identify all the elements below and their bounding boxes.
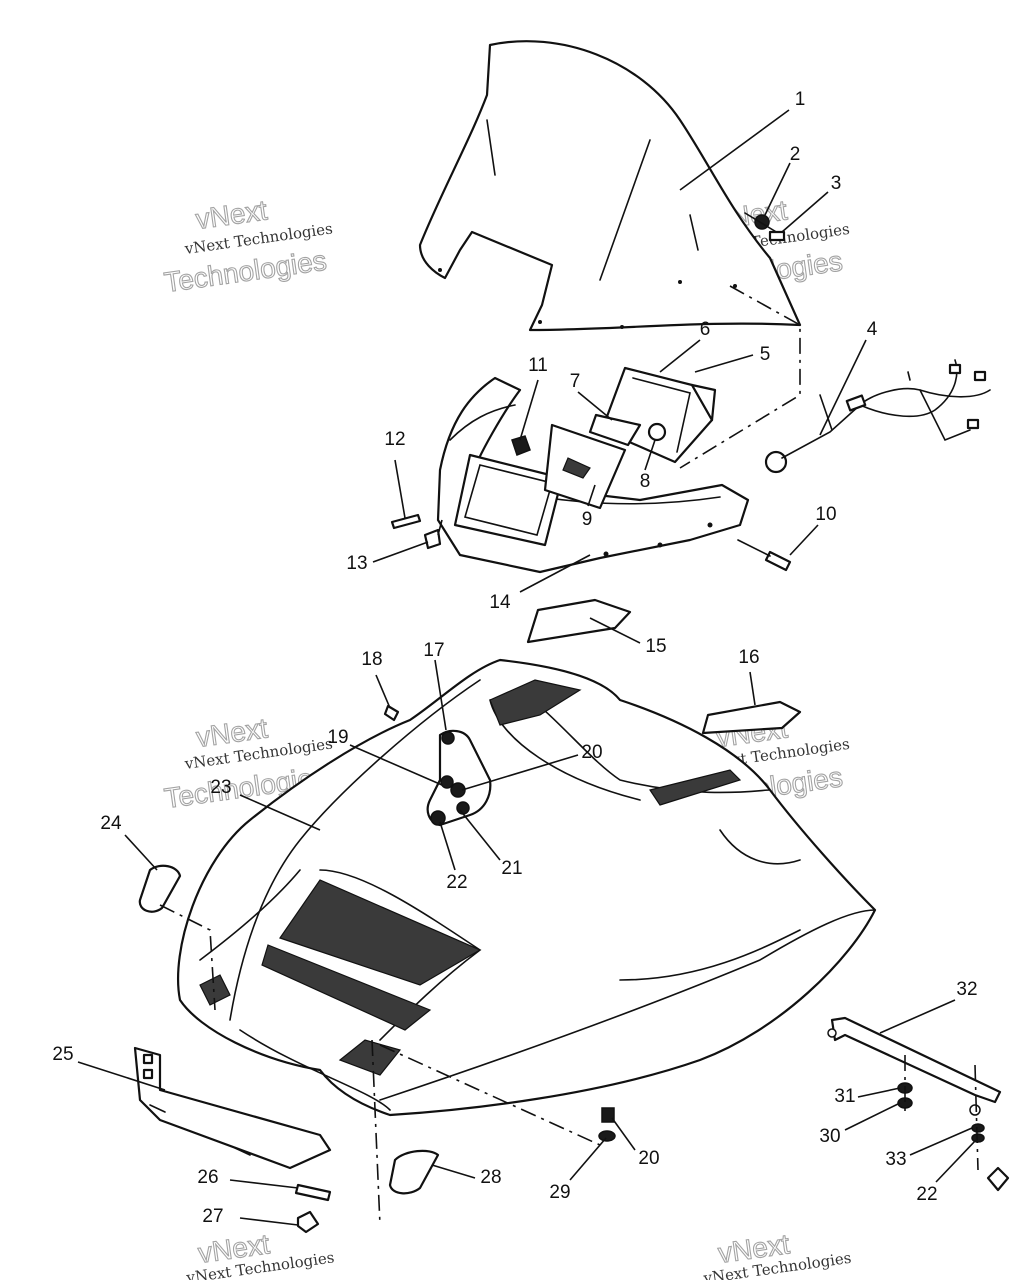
callout-14: 14 — [489, 592, 511, 613]
callout-20-lower: 20 — [638, 1148, 659, 1169]
callout-29: 29 — [549, 1182, 570, 1203]
callout-17: 17 — [423, 640, 444, 661]
hood-handle — [138, 864, 182, 913]
housing-bolt — [737, 539, 792, 572]
nose-pad — [388, 1149, 440, 1195]
headlight-bezel — [453, 453, 564, 547]
callout-24: 24 — [100, 813, 122, 834]
callout-labels: 1 2 3 4 5 6 7 8 9 10 11 12 13 14 15 16 1… — [52, 89, 977, 1227]
callout-10: 10 — [815, 504, 836, 525]
callout-28: 28 — [480, 1167, 501, 1188]
callout-33: 33 — [885, 1149, 906, 1170]
callout-23: 23 — [210, 777, 231, 798]
windshield-screw — [768, 230, 786, 242]
callout-12: 12 — [384, 429, 405, 450]
callout-30: 30 — [819, 1126, 840, 1147]
callout-15: 15 — [645, 636, 666, 657]
callout-9: 9 — [582, 509, 593, 530]
callout-3: 3 — [831, 173, 842, 194]
callout-13: 13 — [346, 553, 367, 574]
callout-32: 32 — [956, 979, 977, 1000]
watermark-bottom-right: vNext vNext Technologies — [701, 1228, 852, 1280]
callout-1: 1 — [795, 89, 806, 110]
callout-22: 22 — [446, 872, 467, 893]
bulb-socket — [588, 413, 667, 447]
rear-bracket — [827, 1016, 1002, 1116]
wiring-harness — [764, 359, 991, 474]
callout-18: 18 — [361, 649, 382, 670]
windshield-nut — [744, 212, 779, 234]
hood-insert-right — [701, 700, 802, 735]
callout-5: 5 — [760, 344, 771, 365]
hood-insert-left — [526, 598, 632, 644]
latch-pin — [383, 704, 400, 722]
callout-11: 11 — [528, 355, 548, 376]
callout-20: 20 — [581, 742, 602, 763]
headlight-lamp — [543, 423, 627, 510]
callout-22-lower: 22 — [916, 1184, 937, 1205]
hood — [176, 658, 877, 1117]
callout-25: 25 — [52, 1044, 73, 1065]
callout-6: 6 — [700, 319, 711, 340]
callout-19: 19 — [327, 727, 348, 748]
bumper-bolt — [294, 1183, 332, 1202]
windshield — [418, 40, 802, 332]
mounting-screw — [390, 513, 422, 530]
leader-lines — [77, 109, 977, 1226]
mounting-clip — [423, 528, 442, 550]
latch-assembly — [426, 729, 492, 827]
callout-2: 2 — [790, 144, 801, 165]
callout-8: 8 — [640, 471, 651, 492]
bumper-nut — [296, 1210, 320, 1234]
watermark-top-left: vNext vNext Technologies Technologies — [162, 194, 334, 299]
callout-7: 7 — [570, 371, 581, 392]
callout-31: 31 — [834, 1086, 855, 1107]
grommet-front — [598, 1107, 616, 1142]
callout-16: 16 — [738, 647, 759, 668]
callout-21: 21 — [501, 858, 522, 879]
bumper-bracket — [133, 1046, 332, 1170]
callout-26: 26 — [197, 1167, 218, 1188]
assembly-lines — [159, 285, 979, 1226]
callout-27: 27 — [202, 1206, 223, 1227]
callout-4: 4 — [867, 319, 878, 340]
